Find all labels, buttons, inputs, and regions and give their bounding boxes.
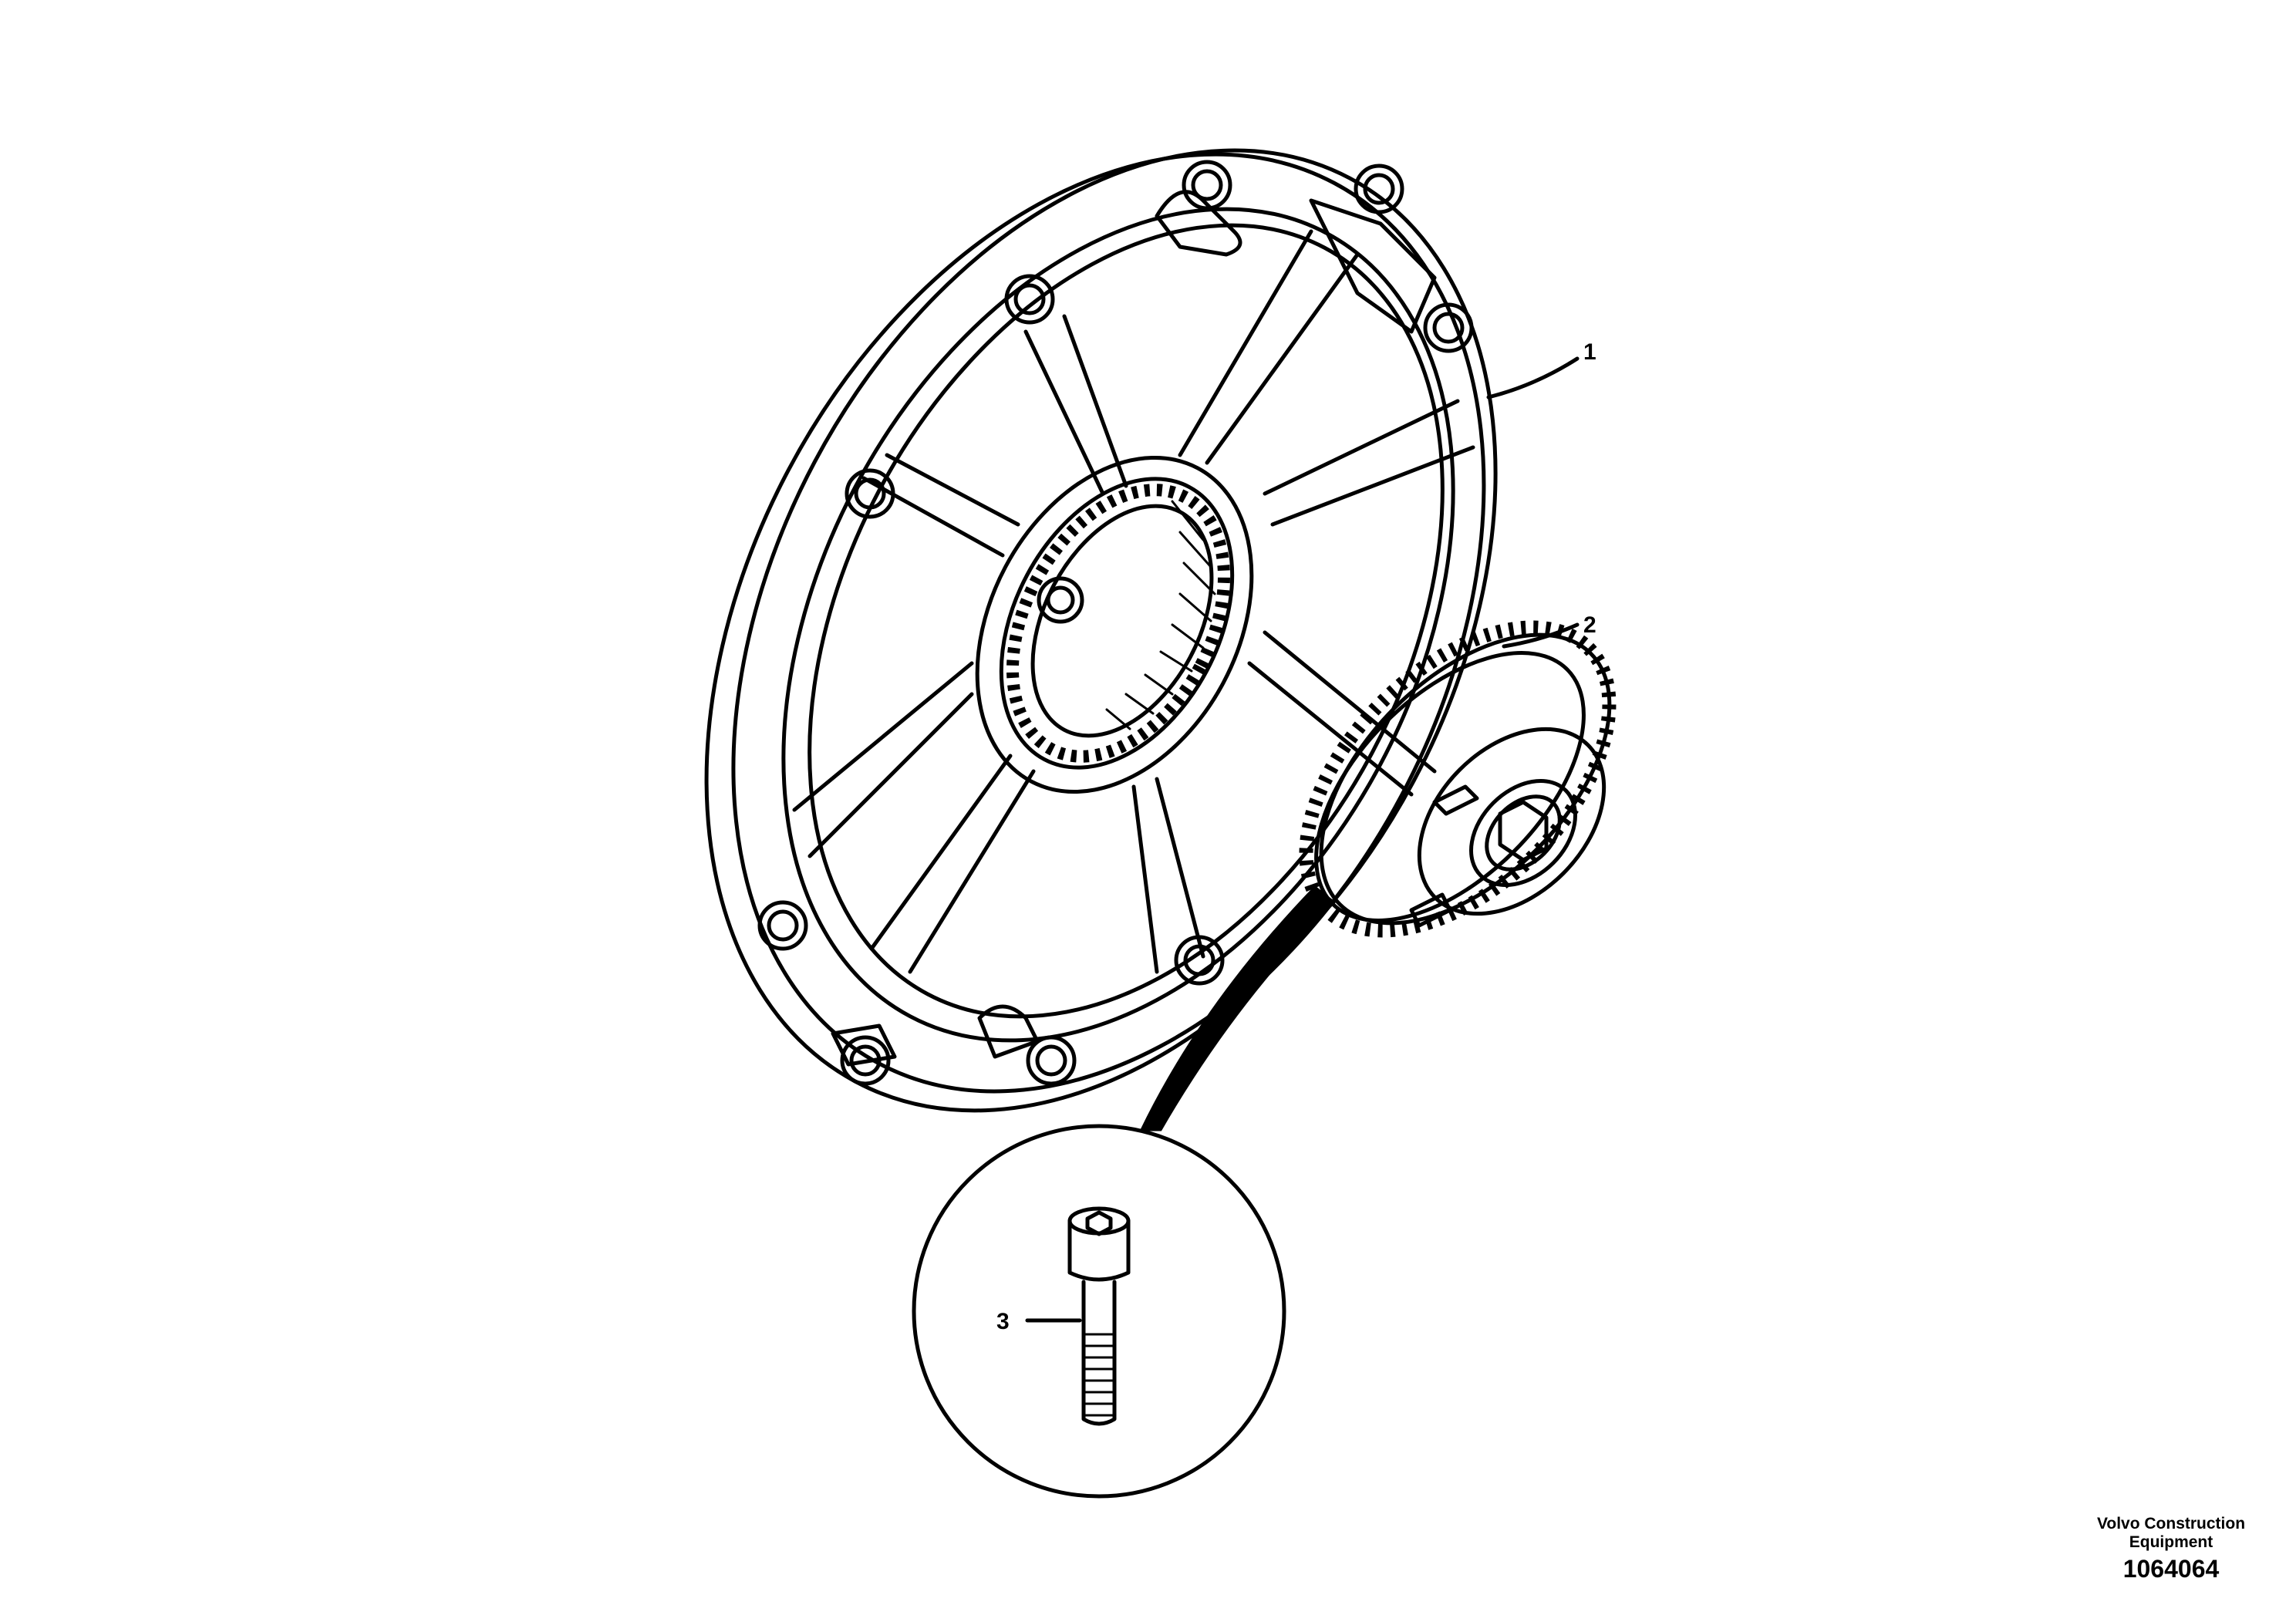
- callout-3: 3: [996, 1309, 1010, 1334]
- callout-2: 2: [1583, 612, 1596, 638]
- spokes: [792, 229, 1475, 974]
- callout-1: 1: [1583, 339, 1596, 365]
- leader-line-1: [1486, 356, 1580, 400]
- leader-line-2: [1502, 622, 1580, 649]
- hub-internal-gear: [975, 455, 1254, 794]
- document-number: 1064064: [2123, 1555, 2220, 1583]
- detail-connector: [1139, 885, 1337, 1131]
- ring-gear-carrier-plate: [704, 148, 1580, 1113]
- company-name-line2: Equipment: [2129, 1533, 2213, 1551]
- company-name-line1: Volvo Construction: [2097, 1515, 2245, 1533]
- socket-head-bolt-detail: [912, 1124, 1286, 1499]
